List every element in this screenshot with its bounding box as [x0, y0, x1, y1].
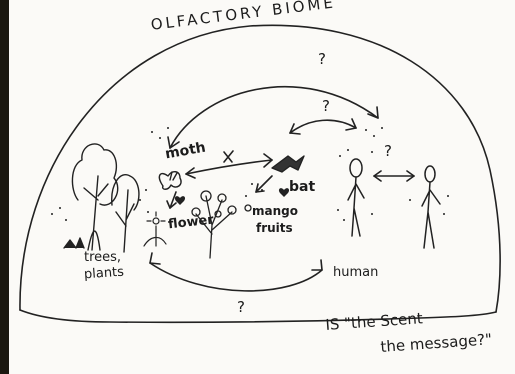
question-mark-top: ? — [318, 52, 326, 67]
arrow-trees-human-bottom — [150, 263, 322, 291]
label-plants: plants — [84, 266, 125, 282]
question-mark-human-human: ? — [384, 144, 392, 159]
label-trees: trees, — [84, 251, 121, 264]
human-figure-right — [422, 166, 440, 248]
heart-moth — [175, 196, 185, 205]
label-mango: mango — [252, 205, 298, 217]
cross-mark — [224, 151, 233, 162]
human-figure-left — [348, 159, 364, 236]
biome-dome-base — [20, 310, 496, 322]
arrow-moth-bat — [186, 160, 272, 174]
trees-figure — [64, 144, 139, 252]
label-human: human — [333, 266, 378, 279]
flower-figure — [144, 212, 166, 246]
label-fruits: fruits — [256, 222, 293, 234]
arrow-trees-human-top — [170, 87, 378, 148]
arrow-bat-human — [290, 120, 356, 133]
label-bat: bat — [289, 180, 315, 194]
bat-figure — [272, 156, 304, 172]
question-mark-bottom: ? — [237, 300, 245, 315]
moth-figure — [159, 172, 181, 190]
heart-bat — [279, 188, 289, 197]
dark-edge — [0, 0, 9, 374]
question-mark-bat-human: ? — [322, 99, 330, 114]
